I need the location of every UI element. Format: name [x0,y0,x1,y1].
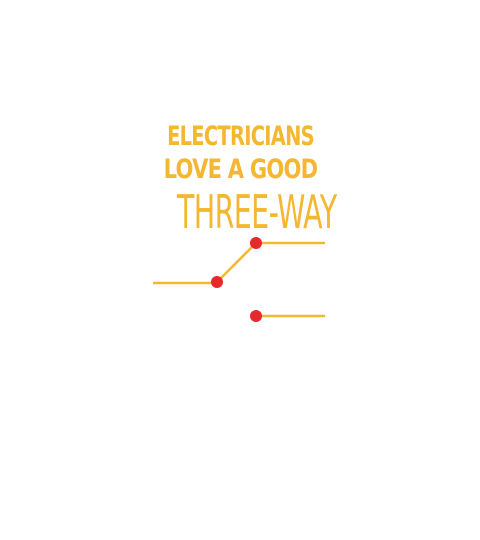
switch-lever [216,242,257,283]
headline-line-1: ELECTRICIANS [167,121,315,152]
pivot-terminal-dot [211,276,223,288]
three-way-switch-diagram [153,237,325,322]
upper-terminal-dot [250,237,262,249]
shirt-design-artwork: ELECTRICIANS LOVE A GOOD THREE-WAY [138,105,343,345]
headline-line-2: LOVE A GOOD [163,154,318,185]
lower-terminal-dot [250,310,262,322]
